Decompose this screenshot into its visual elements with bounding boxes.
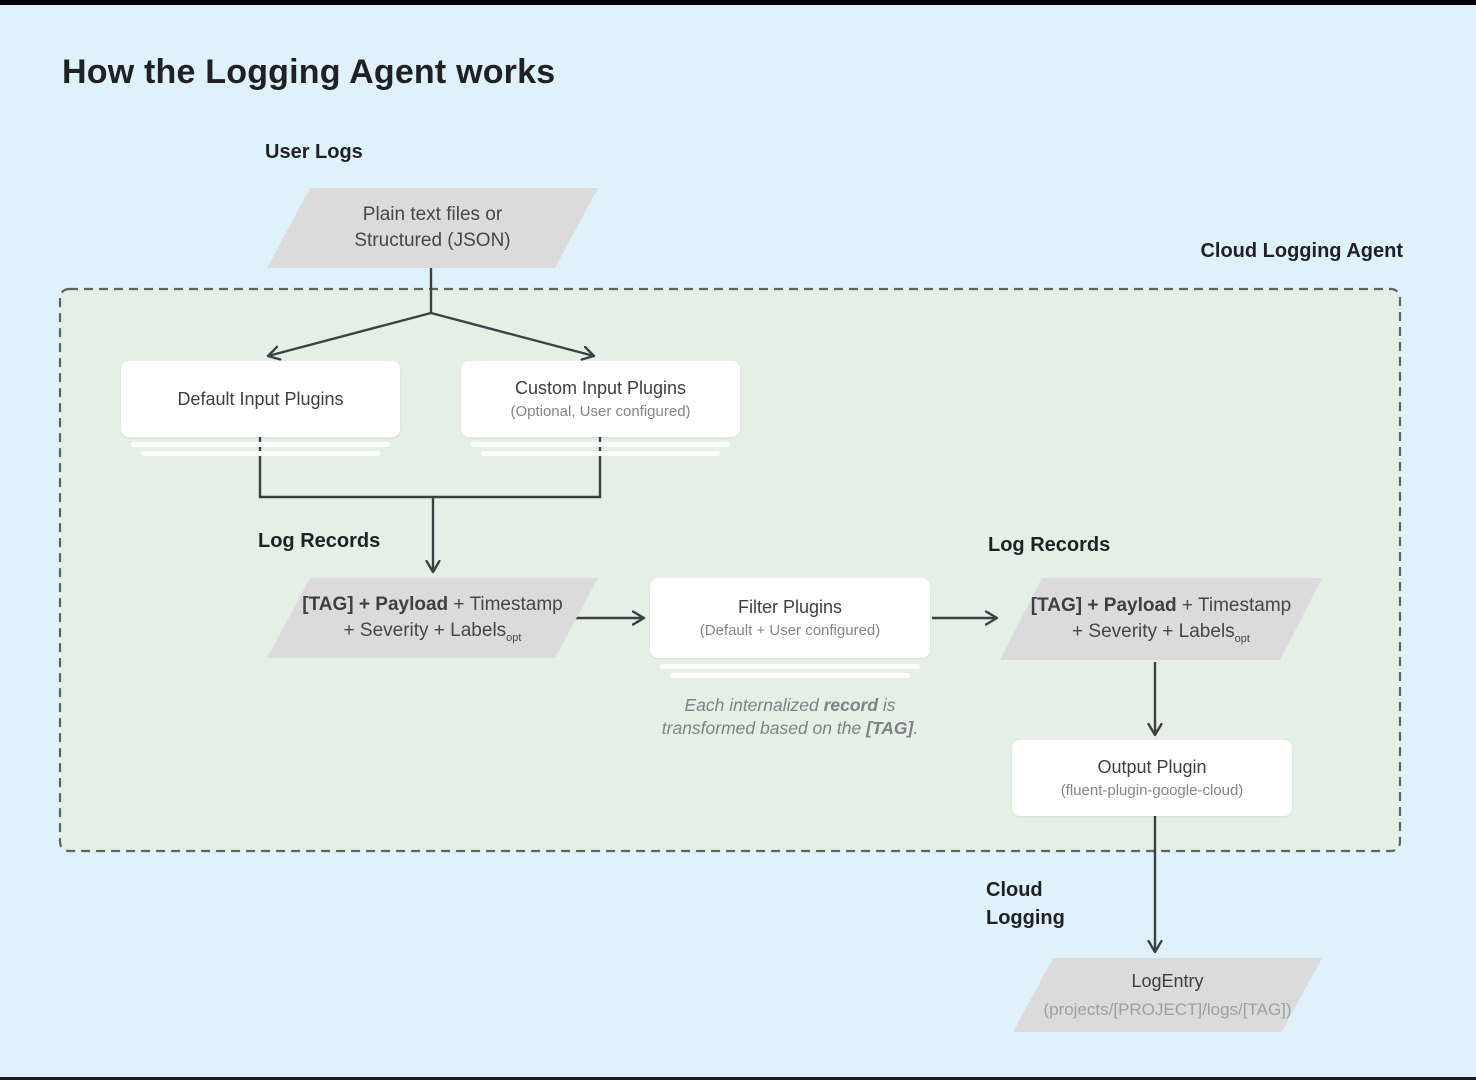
default-input-plugins-node: Default Input Plugins [121,361,400,437]
filter-stack-bar-2 [670,673,910,678]
filter-note-l1c: is [878,695,896,715]
log-records-left-label: Log Records [258,530,381,552]
log-record-left-rest: + Timestamp [448,594,563,615]
log-record-right-line2-text: + Severity + Labels [1072,621,1235,642]
custom-input-plugins-subtitle: (Optional, User configured) [510,403,691,420]
output-plugin-title: Output Plugin [1097,757,1207,777]
connector-split-right-arrow [430,311,594,356]
filter-plugins-title: Filter Plugins [737,597,843,617]
filter-note-line1: Each internalized record is [620,694,960,717]
user-logs-shape-line1: Plain text files or [362,204,503,225]
filter-note-l2b: [TAG] [866,718,914,738]
cloud-logging-agent-label: Cloud Logging Agent [1200,240,1403,262]
log-record-left-line1: [TAG] + Payload + Timestamp [302,592,562,618]
log-record-right-line1: [TAG] + Payload + Timestamp [1031,593,1291,619]
cloud-logging-label: Cloud Logging [986,876,1065,932]
filter-stack-bar-1 [660,664,920,669]
custom-input-stack-bar-2 [481,451,720,456]
log-record-left-line2: + Severity + Labelsopt [344,618,522,644]
log-record-right-rest: + Timestamp [1176,595,1292,616]
user-logs-label: User Logs [265,141,363,163]
filter-plugins-subtitle: (Default + User configured) [699,622,881,639]
output-plugin-node: Output Plugin (fluent-plugin-google-clou… [1012,740,1292,816]
log-record-shape-left: [TAG] + Payload + Timestamp + Severity +… [267,578,598,658]
cloud-logging-label-line2: Logging [986,907,1065,929]
log-records-right-label: Log Records [988,534,1111,556]
log-record-shape-right: [TAG] + Payload + Timestamp + Severity +… [1000,578,1322,660]
custom-input-plugins-title: Custom Input Plugins [514,378,687,398]
filter-plugins-node: Filter Plugins (Default + User configure… [650,578,930,658]
filter-note: Each internalized record is transformed … [620,694,960,740]
bottom-border [0,1077,1476,1080]
user-logs-shape: Plain text files or Structured (JSON) [267,188,598,268]
log-record-left-subscript: opt [506,632,522,644]
connector-split-left-arrow [268,311,432,356]
page-title: How the Logging Agent works [62,53,556,91]
filter-note-line2: transformed based on the [TAG]. [620,717,960,740]
default-input-stack-bar-1 [131,442,390,447]
cloud-logging-label-line1: Cloud [986,879,1043,901]
logentry-title: LogEntry [1131,970,1204,991]
log-record-right-subscript: opt [1234,633,1250,645]
user-logs-shape-line2: Structured (JSON) [354,230,511,251]
filter-note-l1b: record [823,695,879,715]
logentry-subtitle: (projects/[PROJECT]/logs/[TAG]) [1043,999,1292,1019]
log-record-right-line2: + Severity + Labelsopt [1072,619,1250,645]
log-record-right-bold: [TAG] + Payload [1030,595,1177,616]
default-input-stack-bar-2 [141,451,380,456]
top-border [0,0,1476,5]
default-input-plugins-title: Default Input Plugins [177,388,344,409]
log-record-left-bold: [TAG] + Payload [302,594,449,615]
filter-note-l2c: . [913,718,919,738]
output-plugin-subtitle: (fluent-plugin-google-cloud) [1060,782,1244,799]
logentry-shape: LogEntry (projects/[PROJECT]/logs/[TAG]) [1013,958,1322,1032]
custom-input-plugins-node: Custom Input Plugins (Optional, User con… [461,361,740,437]
filter-note-l1a: Each internalized [684,695,824,715]
custom-input-stack-bar-1 [471,442,730,447]
log-record-left-line2-text: + Severity + Labels [343,620,507,641]
filter-note-l2a: transformed based on the [661,718,867,738]
